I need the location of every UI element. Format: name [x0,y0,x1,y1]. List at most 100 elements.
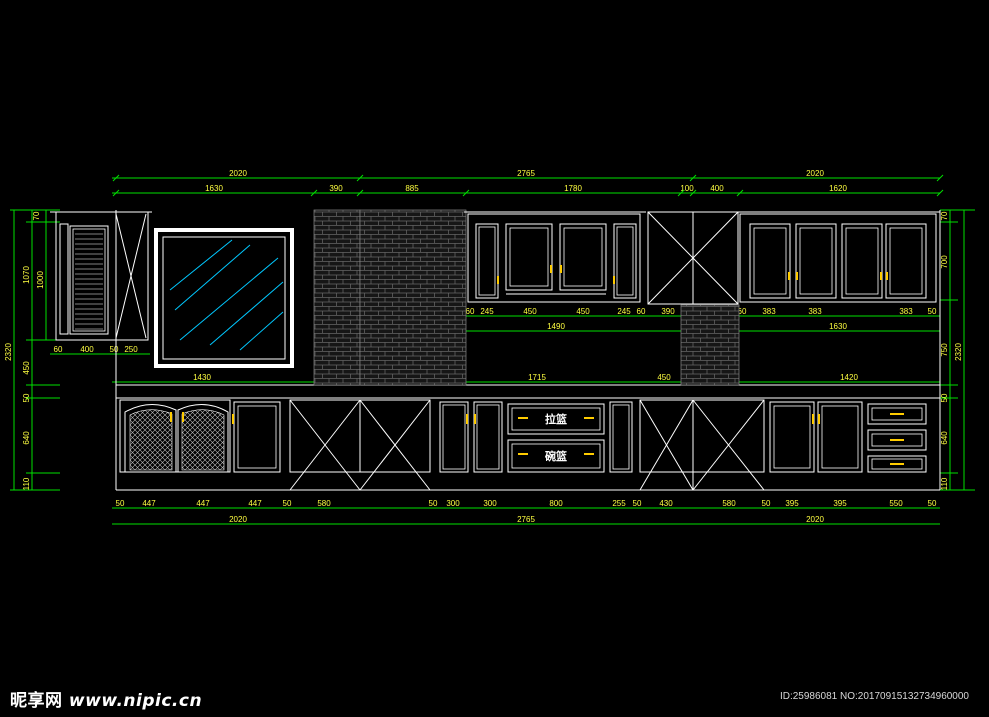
dim-bottom-detail-18: 550 [889,499,903,508]
dim-upper-sub-7: 390 [661,307,675,316]
right-height-dimension-lines [940,209,975,491]
left-height-dims: 70 1070 1000 2320 450 50 640 110 [4,211,45,490]
elevation-outline [115,210,941,491]
dim-bottom-detail-6: 580 [317,499,331,508]
upper-cabinets-right [736,211,940,303]
dim-top-overall-3: 2020 [806,169,824,178]
base-cabinet-x-right [639,399,765,491]
top-detail-dims: 1630 390 885 1780 100 400 1620 [205,184,847,193]
dimension-tick [736,189,744,197]
dim-upper-sub-11: 383 [808,307,822,316]
dim-bottom-detail-3: 447 [196,499,210,508]
dim-top-detail-5: 100 [680,184,694,193]
dim-upper-sub-13: 50 [928,307,937,316]
dim-left-h-2: 1070 [22,266,31,284]
dim-bottom-detail-11: 255 [612,499,626,508]
dimension-tick [936,189,944,197]
dim-left-sub-1: 60 [54,345,63,354]
dim-top-detail-3: 885 [405,184,419,193]
dim-right-h-4: 750 [940,343,949,357]
dim-upper-sub-5: 245 [617,307,631,316]
base-cabinet-right [769,401,927,473]
dim-bottom-detail-15: 50 [762,499,771,508]
dim-left-h-7: 640 [22,431,31,445]
dim-upper-sub-1: 60 [466,307,475,316]
dim-upper-sub-3: 450 [523,307,537,316]
dim-top-overall-2: 2765 [517,169,535,178]
left-height-dimension-lines [10,209,60,491]
brick-wall-center [359,209,467,386]
dim-upper-sub-4: 450 [576,307,590,316]
dim-counter-7: 1420 [840,373,858,382]
dim-bottom-detail-9: 300 [483,499,497,508]
dim-upper-sub-6: 60 [637,307,646,316]
base-cabinet-x-left [289,399,431,491]
upper-sub-dims-left: 60 400 50 250 [54,345,139,354]
brick-wall-right [680,304,740,386]
dim-bottom-detail-17: 395 [833,499,847,508]
dim-counter-4: 1715 [528,373,546,382]
dim-top-detail-2: 390 [329,184,343,193]
base-cabinet-lattice-doors [119,399,281,473]
dim-bottom-detail-1: 50 [116,499,125,508]
right-height-dims: 70 700 2320 750 50 640 110 [940,211,963,490]
dimension-tick [936,174,944,182]
top-dimension-lines [112,177,940,194]
dim-bottom-detail-16: 395 [785,499,799,508]
base-cabinet-sink: 拉篮 碗篮 [439,401,633,473]
dim-bottom-detail-5: 50 [283,499,292,508]
dim-left-h-5: 450 [22,361,31,375]
dim-bottom-detail-13: 430 [659,499,673,508]
dim-left-h-8: 110 [22,477,31,490]
counter-dims: 1430 600 600 1715 450 600 1420 [193,373,858,382]
dim-upper-sub-9: 60 [738,307,747,316]
dimension-tick [310,189,318,197]
dim-left-sub-4: 250 [124,345,138,354]
dimension-tick [356,174,364,182]
dim-left-h-3: 1000 [36,271,45,289]
upper-span-dims: 1490 1630 [547,322,847,331]
upper-sub-dims-right: 60 245 450 450 245 60 390 390 60 383 383… [466,307,937,316]
dim-counter-1: 1430 [193,373,211,382]
dimension-tick [356,189,364,197]
dimension-tick [112,174,120,182]
dim-bottom-detail-7: 50 [429,499,438,508]
bottom-dimension-lines [112,507,940,525]
dim-bottom-detail-4: 447 [248,499,262,508]
upper-cabinets-center [464,211,646,303]
dim-left-sub-3: 50 [110,345,119,354]
dim-top-overall-1: 2020 [229,169,247,178]
dimension-tick [462,189,470,197]
dim-upper-sub-12: 383 [899,307,913,316]
dim-left-h-6: 50 [22,393,31,402]
watermark-site: www.nipic.cn [68,691,203,711]
dim-upper-span-1: 1490 [547,322,565,331]
bottom-overall-dims: 2020 2765 2020 [229,515,824,524]
dim-bottom-overall-2: 2765 [517,515,535,524]
dim-bottom-detail-10: 800 [549,499,563,508]
upper-sub-dimension-lines [50,315,940,383]
dim-bottom-detail-2: 447 [142,499,156,508]
dimension-tick [689,189,697,197]
bottom-detail-dims: 50 447 447 447 50 580 50 300 300 800 255… [116,499,937,508]
watermark: 昵享网 www.nipic.cn [10,686,202,711]
dim-bottom-detail-8: 300 [446,499,460,508]
dim-upper-span-2: 1630 [829,322,847,331]
dim-counter-5: 450 [657,373,671,382]
dim-right-h-1: 70 [940,211,949,220]
dim-top-detail-4: 1780 [564,184,582,193]
dim-left-sub-2: 400 [80,345,94,354]
dim-left-h-4: 2320 [4,343,13,361]
dimension-tick [677,189,685,197]
dim-top-detail-1: 1630 [205,184,223,193]
dim-right-h-6: 640 [940,431,949,445]
brick-wall-left [313,209,361,386]
dim-bottom-detail-19: 50 [928,499,937,508]
dim-top-detail-6: 400 [710,184,724,193]
dim-bottom-detail-12: 50 [633,499,642,508]
dimension-tick [689,174,697,182]
image-id-text: ID:25986081 NO:20170915132734960000 [779,691,969,702]
dim-bottom-overall-3: 2020 [806,515,824,524]
dim-left-h-1: 70 [32,211,41,220]
